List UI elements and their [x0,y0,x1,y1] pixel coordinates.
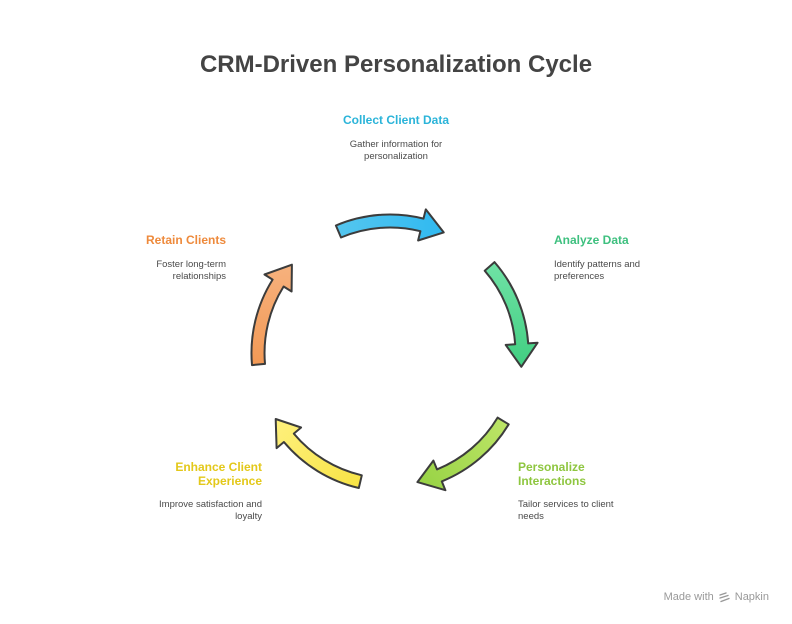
step-title-analyze-data: Analyze Data [554,233,629,247]
cycle-arrow-analyze-data [483,261,539,368]
made-with-napkin-footer[interactable]: Made with Napkin [664,589,769,605]
step-description-analyze-data: Identify patterns and preferences [554,259,641,282]
step-title-collect-client-data: Collect Client Data [342,113,450,127]
step-description-enhance-client-experience: Improve satisfaction and loyalty [159,499,262,522]
napkin-logo-icon [719,591,730,603]
step-title-enhance-client-experience: Enhance Client Experience [175,460,262,488]
cycle-arrow-personalize-interactions [416,416,510,492]
step-description-collect-client-data: Gather information for personalization [349,139,443,162]
step-title-personalize-interactions: Personalize Interactions [518,460,587,488]
step-title-retain-clients: Retain Clients [145,233,226,247]
step-description-retain-clients: Foster long-term relationships [156,259,226,282]
footer-brand-label: Napkin [734,591,769,603]
step-description-personalize-interactions: Tailor services to client needs [518,499,614,522]
footer-made-with-label: Made with [663,591,714,603]
cycle-arrow-collect-client-data [334,208,445,242]
cycle-arrow-retain-clients [250,263,293,367]
cycle-arrow-enhance-client-experience [274,418,363,489]
diagram-title: CRM-Driven Personalization Cycle [199,51,593,78]
